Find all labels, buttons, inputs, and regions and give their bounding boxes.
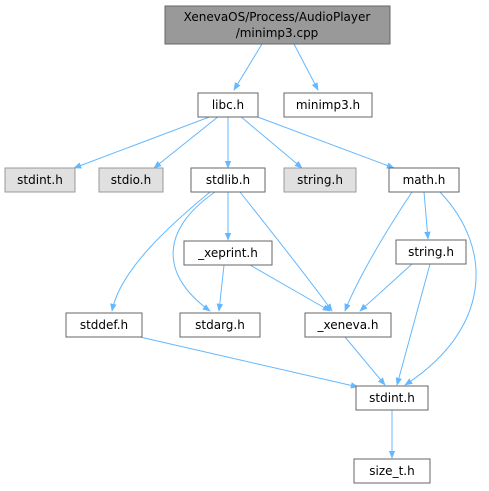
node-libc[interactable]: libc.h xyxy=(197,92,259,118)
node-string-h[interactable]: string.h xyxy=(395,239,467,265)
node-size-t-label: size_t.h xyxy=(369,464,414,478)
edge-libc-stdio xyxy=(153,115,220,169)
edge-libc-stdint-gray xyxy=(73,115,213,169)
edge-root-minimp3 xyxy=(293,43,319,91)
edge-stdlib-stdarg xyxy=(172,191,216,312)
node-root-label-line2: /minimp3.cpp xyxy=(236,26,319,40)
edge-xeprint-stdarg xyxy=(216,264,225,312)
node-root[interactable]: XenevaOS/Process/AudioPlayer /minimp3.cp… xyxy=(164,5,391,45)
node-string-h-label: string.h xyxy=(408,245,454,259)
node-math[interactable]: math.h xyxy=(388,167,460,193)
node-stdlib-label: stdlib.h xyxy=(206,173,250,187)
node-string-gray-label: string.h xyxy=(297,173,343,187)
edge-libc-string-gray xyxy=(239,115,303,169)
node-stddef-label: stddef.h xyxy=(80,318,128,332)
node-stdarg-label: stdarg.h xyxy=(195,318,245,332)
node-stdint[interactable]: stdint.h xyxy=(355,385,429,411)
edge-xeprint-xeneva xyxy=(249,264,331,312)
node-minimp3-label: minimp3.h xyxy=(296,98,360,112)
node-math-label: math.h xyxy=(403,173,446,187)
node-xeneva-label: _xeneva.h xyxy=(317,318,379,332)
edge-math-xeneva xyxy=(344,191,413,312)
node-stdint-gray: stdint.h xyxy=(4,167,76,193)
node-minimp3[interactable]: minimp3.h xyxy=(283,92,373,118)
node-libc-label: libc.h xyxy=(212,98,244,112)
edge-math-string xyxy=(423,191,431,240)
edge-root-libc xyxy=(233,43,263,91)
edge-string-stdint xyxy=(395,263,431,386)
edge-string-xeneva xyxy=(359,263,413,312)
node-string-gray: string.h xyxy=(283,167,357,193)
node-stdarg[interactable]: stdarg.h xyxy=(179,312,261,338)
edge-stdlib-stddef xyxy=(110,191,211,312)
edge-stdlib-xeneva xyxy=(239,191,333,312)
node-stdio: stdio.h xyxy=(98,167,164,193)
node-stdio-label: stdio.h xyxy=(111,173,151,187)
node-xeprint-label: _xeprint.h xyxy=(197,246,258,260)
edges xyxy=(73,43,477,459)
node-stdint-label: stdint.h xyxy=(369,391,415,405)
node-size-t[interactable]: size_t.h xyxy=(353,458,431,484)
node-root-label-line1: XenevaOS/Process/AudioPlayer xyxy=(184,10,371,24)
node-stdint-gray-label: stdint.h xyxy=(17,173,63,187)
edge-libc-math xyxy=(254,115,395,169)
node-stdlib[interactable]: stdlib.h xyxy=(190,167,266,193)
node-stddef[interactable]: stddef.h xyxy=(65,312,143,338)
edge-xeneva-stdint xyxy=(344,336,386,386)
node-xeprint[interactable]: _xeprint.h xyxy=(183,240,273,266)
edge-stddef-stdint xyxy=(139,336,359,389)
node-xeneva[interactable]: _xeneva.h xyxy=(304,312,392,338)
edge-math-stdint xyxy=(404,191,477,386)
